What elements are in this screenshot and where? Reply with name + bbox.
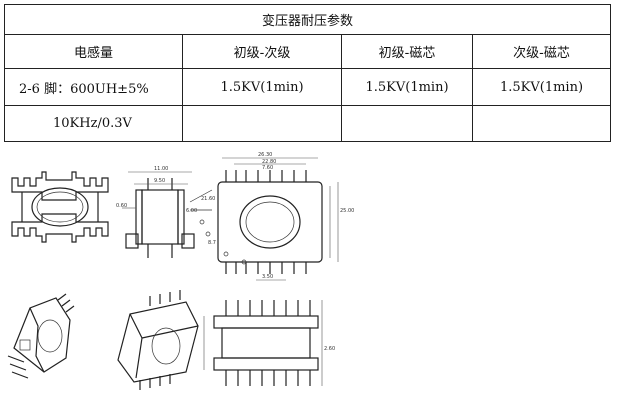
dim-label: 2.60 — [324, 346, 335, 352]
dim-label: 6.00 — [186, 208, 197, 214]
table-title: 变压器耐压参数 — [4, 4, 611, 35]
dim-label: 8.7 — [208, 240, 216, 246]
bobbin-3d-view-a — [7, 293, 75, 379]
cell-primary-secondary: 1.5KV(1min) — [182, 68, 342, 106]
dim-label: 21.60 — [201, 196, 215, 202]
dim-label: 0.60 — [116, 203, 127, 209]
dim-label: 22.80 — [262, 159, 276, 165]
cell-inductance-value: 2-6 脚：600UH±5% — [4, 68, 183, 106]
header-secondary-core: 次级-磁芯 — [472, 34, 611, 69]
bobbin-front-view — [11, 171, 109, 243]
header-primary-core: 初级-磁芯 — [341, 34, 473, 69]
bobbin-side-view — [122, 171, 213, 258]
bobbin-3d-view-b — [117, 290, 199, 390]
header-primary-secondary: 初级-次级 — [182, 34, 342, 69]
dim-label: 25.00 — [340, 208, 354, 214]
cell-primary-core: 1.5KV(1min) — [341, 68, 473, 106]
voltage-spec-table: 变压器耐压参数 电感量 初级-次级 初级-磁芯 次级-磁芯 2-6 脚：600U… — [4, 4, 611, 142]
dim-label: 11.00 — [154, 166, 168, 172]
dim-label: 9.50 — [154, 178, 165, 184]
bobbin-drawings: 26.30 22.80 7.60 11.00 9.50 0.60 6.00 3.… — [0, 150, 617, 413]
dim-label: 26.30 — [258, 152, 272, 158]
bobbin-top-view — [199, 157, 339, 281]
dim-label: 3.50 — [262, 274, 273, 280]
header-inductance: 电感量 — [4, 34, 183, 69]
cell-empty-2 — [341, 105, 473, 142]
bobbin-drawing-svg: 26.30 22.80 7.60 11.00 9.50 0.60 6.00 3.… — [7, 152, 354, 390]
cell-empty-1 — [182, 105, 342, 142]
dim-label: 7.60 — [262, 165, 273, 171]
cell-secondary-core: 1.5KV(1min) — [472, 68, 611, 106]
cell-test-condition: 10KHz/0.3V — [4, 105, 183, 142]
bobbin-side-elevation — [203, 300, 323, 386]
cell-empty-3 — [472, 105, 611, 142]
